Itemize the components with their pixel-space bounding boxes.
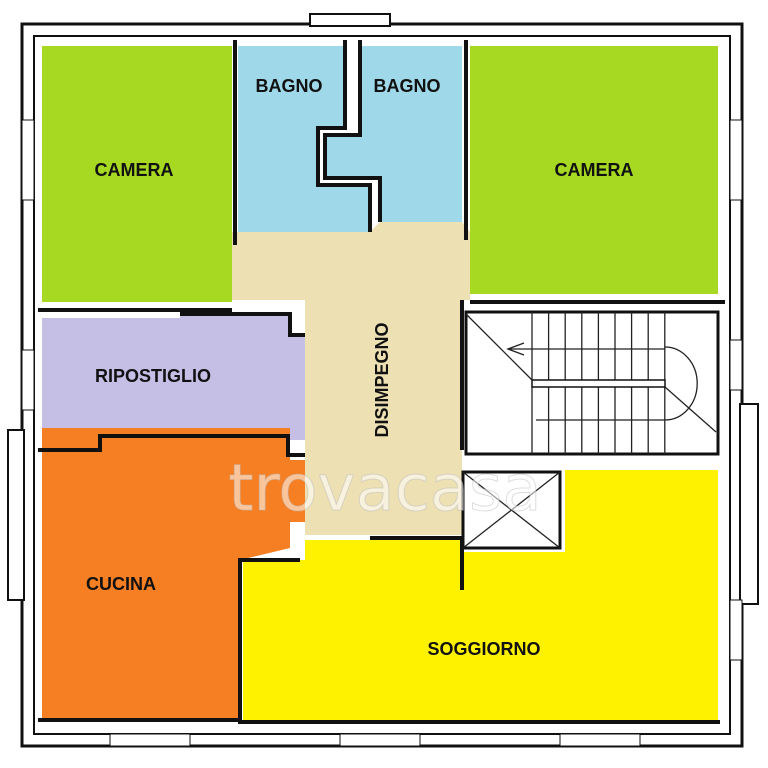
stair-direction-arrow-icon [506,342,525,356]
label-ripostiglio: RIPOSTIGLIO [95,366,211,386]
label-disimpegno: DISIMPEGNO [372,322,392,437]
label-bagno-right: BAGNO [374,76,441,96]
watermark-logo: trovacasa [228,452,541,526]
label-soggiorno: SOGGIORNO [427,639,540,659]
staircase [464,310,720,456]
label-cucina: CUCINA [86,574,156,594]
room-soggiorno [243,470,718,720]
windows [21,119,743,747]
label-camera-right: CAMERA [555,160,634,180]
internal-walls [38,40,725,724]
wall-protrusion [739,403,759,605]
wall-protrusion [309,13,391,27]
room-camera-left [42,46,232,302]
room-ripostiglio [42,312,305,448]
label-bagno-left: BAGNO [256,76,323,96]
wall-protrusion [7,429,25,601]
room-camera-right [470,46,718,294]
label-camera-left: CAMERA [95,160,174,180]
room-disimpegno [232,222,470,535]
elevator-shaft [461,470,562,550]
